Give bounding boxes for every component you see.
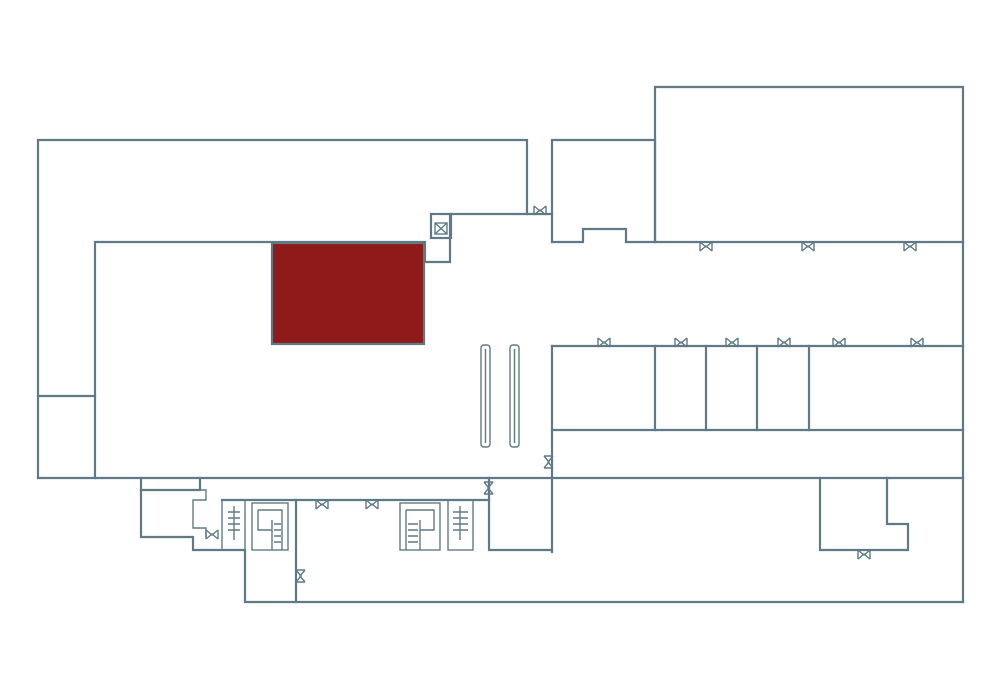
south-east-room	[818, 476, 910, 552]
north-center-notch	[550, 227, 628, 244]
door-icon	[725, 337, 739, 348]
elevator-icon	[434, 222, 448, 235]
escalator-icon	[509, 344, 520, 448]
highlighted-room[interactable]	[270, 241, 426, 346]
stairs-icon	[447, 499, 474, 551]
escalator-icon	[480, 344, 491, 448]
south-west-annex-detail	[192, 489, 207, 537]
south-corridor-inner	[220, 476, 491, 502]
door-icon	[483, 481, 494, 495]
door-icon	[903, 241, 917, 252]
door-icon	[365, 499, 379, 510]
door-icon	[777, 337, 791, 348]
doors	[205, 205, 924, 583]
stairs-icon	[221, 499, 246, 551]
door-icon	[832, 337, 846, 348]
door-icon	[857, 549, 871, 560]
stairs-icon	[251, 502, 289, 551]
door-icon	[699, 241, 713, 252]
door-icon	[674, 337, 688, 348]
door-icon	[533, 205, 547, 216]
north-center-block	[550, 138, 657, 244]
south-east-annex	[487, 498, 554, 552]
elevator-shaft	[429, 212, 453, 240]
door-icon	[543, 455, 554, 469]
door-icon	[597, 337, 611, 348]
door-icon	[910, 337, 924, 348]
door-icon	[295, 569, 306, 583]
north-east-block	[653, 85, 965, 604]
south-west-annex-inner	[139, 476, 202, 492]
building-walls	[36, 85, 965, 604]
west-wing-wall	[36, 138, 529, 480]
door-icon	[315, 499, 329, 510]
stairs-icon	[399, 502, 441, 551]
south-wing-wall	[243, 550, 965, 604]
door-icon	[205, 529, 219, 540]
door-icon	[801, 241, 815, 252]
south-west-annex	[139, 476, 247, 552]
